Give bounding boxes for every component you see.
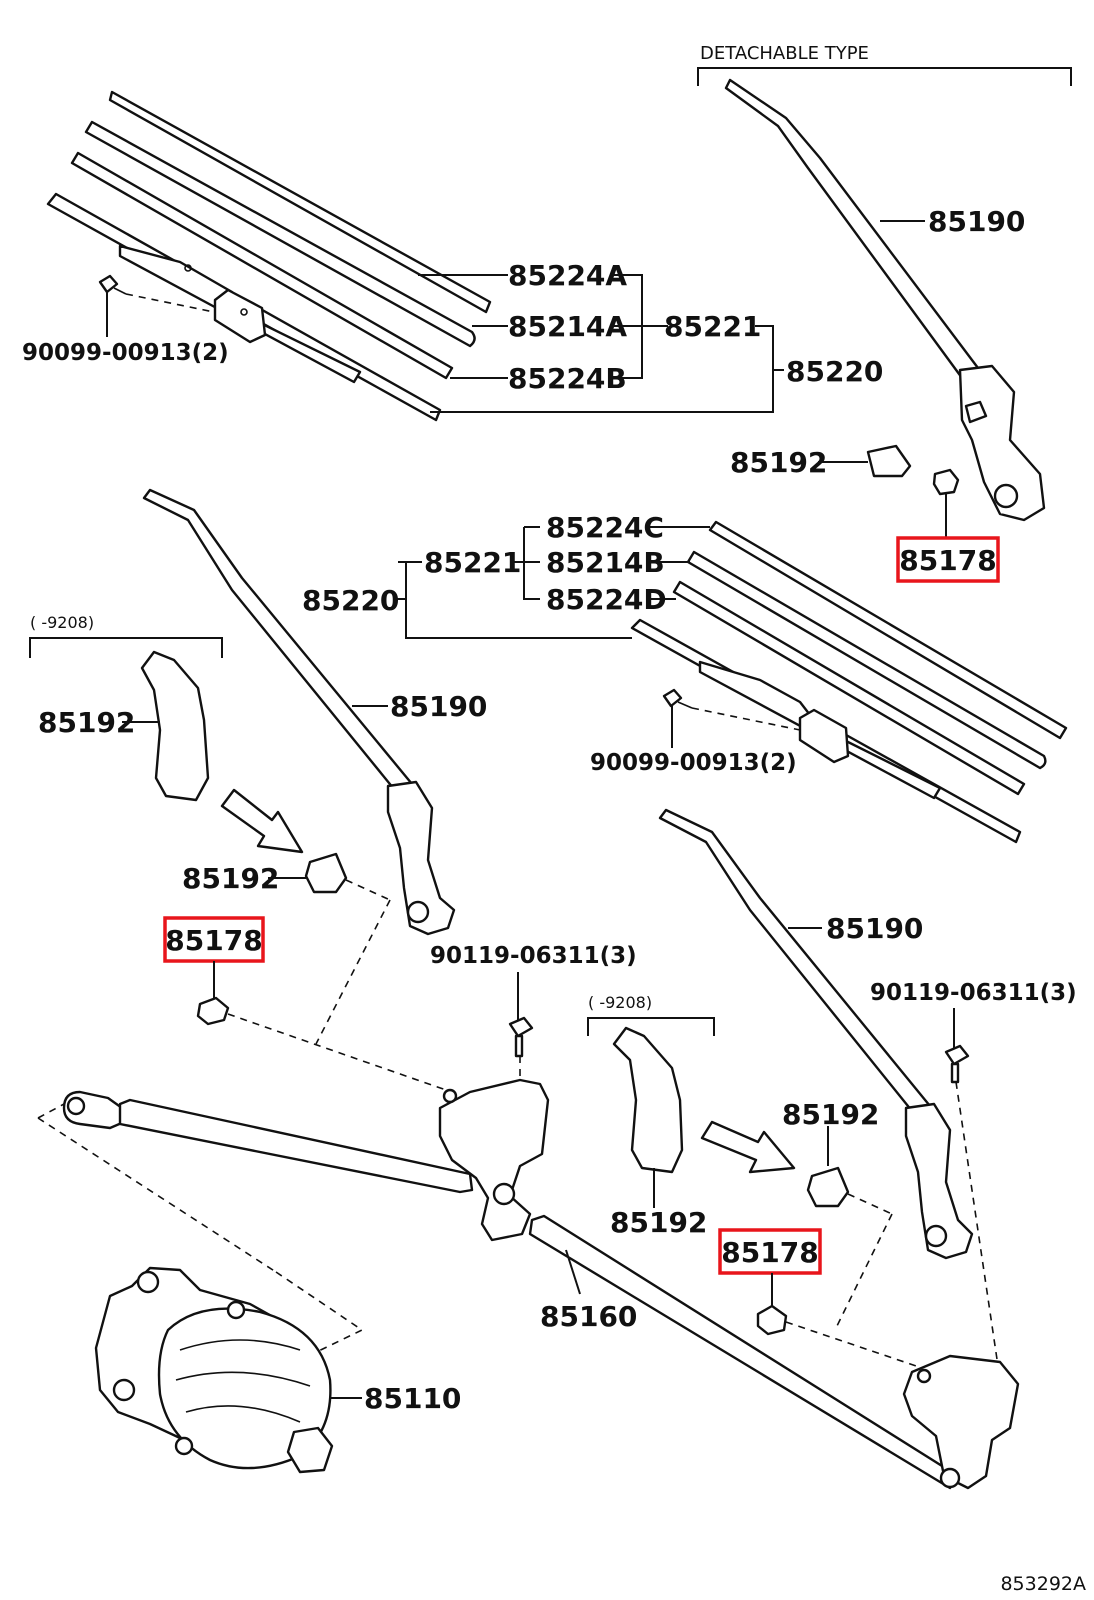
- arm-right-lower-label: 85190: [826, 912, 923, 945]
- dash-nut-right: [785, 1321, 935, 1373]
- screw-top-label: 90099-00913(2): [22, 340, 229, 366]
- dash-cap-left: [345, 879, 391, 901]
- bolt-right-label: 90119-06311(3): [870, 980, 1077, 1006]
- nut-right-highlight: [718, 1228, 822, 1275]
- blade-refill-top-label: 85221: [664, 310, 761, 343]
- link-label: 85160: [540, 1300, 637, 1333]
- motor-label: 85110: [364, 1382, 461, 1415]
- blade-refill-mid-label: 85221: [424, 546, 521, 579]
- arm-right-top-label: 85190: [928, 205, 1025, 238]
- screw-mid-label: 90099-00913(2): [590, 750, 797, 776]
- wiper-motor: [94, 1266, 334, 1474]
- blade-mid-label: 85220: [302, 584, 399, 617]
- date-note-right: ( -9208): [588, 993, 652, 1012]
- insert-top-b-label: 85224B: [508, 362, 627, 395]
- bolt-right: [944, 1044, 970, 1084]
- nut-top: [932, 468, 960, 496]
- cap-right-side: [612, 1026, 684, 1174]
- cap-top: [866, 444, 912, 478]
- rubber-top-label: 85214A: [508, 310, 627, 343]
- cap-right-side-label: 85192: [610, 1206, 707, 1239]
- top-blade-leaders: [418, 274, 784, 413]
- arm-detachable: [724, 78, 1046, 522]
- figure-ref: 853292A: [1000, 1573, 1086, 1595]
- cap-left-side: [140, 650, 210, 802]
- date-note-left: ( -9208): [30, 613, 94, 632]
- screw-top: [98, 274, 215, 313]
- insert-top-label: 85224A: [508, 259, 627, 292]
- bolt-left: [508, 1016, 534, 1058]
- blade-top-label: 85220: [786, 355, 883, 388]
- cap-top-label: 85192: [730, 446, 827, 479]
- date-note-right-bracket: [587, 1017, 715, 1036]
- cap-right-small: [806, 1166, 850, 1208]
- bolt-left-label: 90119-06311(3): [430, 943, 637, 969]
- mid-blade-leaders: [394, 526, 710, 639]
- top-blade-assembly: [46, 90, 492, 422]
- screw-mid: [662, 688, 801, 731]
- dash-link-a: [37, 1103, 65, 1119]
- arrow-right: [700, 1120, 796, 1174]
- dash-arm-left: [315, 899, 391, 1045]
- nut-left: [196, 996, 230, 1026]
- arm-right-lower: [658, 808, 974, 1260]
- detachable-type-title: DETACHABLE TYPE: [700, 43, 869, 64]
- nut-right-label: 85178: [721, 1236, 818, 1269]
- detachable-type-bracket: [697, 67, 1072, 86]
- link-leader: [565, 1249, 581, 1295]
- cap-left-small: [304, 852, 348, 894]
- arm-left-label: 85190: [390, 690, 487, 723]
- arm-left: [142, 488, 456, 936]
- insert-mid-c-label: 85224C: [546, 511, 664, 544]
- nut-right: [756, 1304, 788, 1336]
- dash-link-c: [275, 1271, 364, 1361]
- dash-nut-left: [227, 1013, 447, 1091]
- cap-left-side-label: 85192: [38, 706, 135, 739]
- dash-cap-right: [847, 1193, 893, 1215]
- cap-left-small-label: 85192: [182, 862, 279, 895]
- dash-bolt-right: [955, 1081, 999, 1367]
- mid-blade-assembly: [630, 520, 1068, 844]
- arrow-left: [220, 788, 304, 854]
- cap-right-small-label: 85192: [782, 1098, 879, 1131]
- nut-left-label: 85178: [165, 924, 262, 957]
- dash-link-b: [37, 1117, 277, 1273]
- date-note-left-bracket: [29, 637, 223, 658]
- wiper-linkage: [62, 1078, 1020, 1490]
- insert-mid-d-label: 85224D: [546, 583, 667, 616]
- rubber-mid-b-label: 85214B: [546, 546, 665, 579]
- nut-top-highlight: [896, 536, 1000, 583]
- dash-arm-right: [835, 1213, 893, 1329]
- nut-top-label: 85178: [899, 544, 996, 577]
